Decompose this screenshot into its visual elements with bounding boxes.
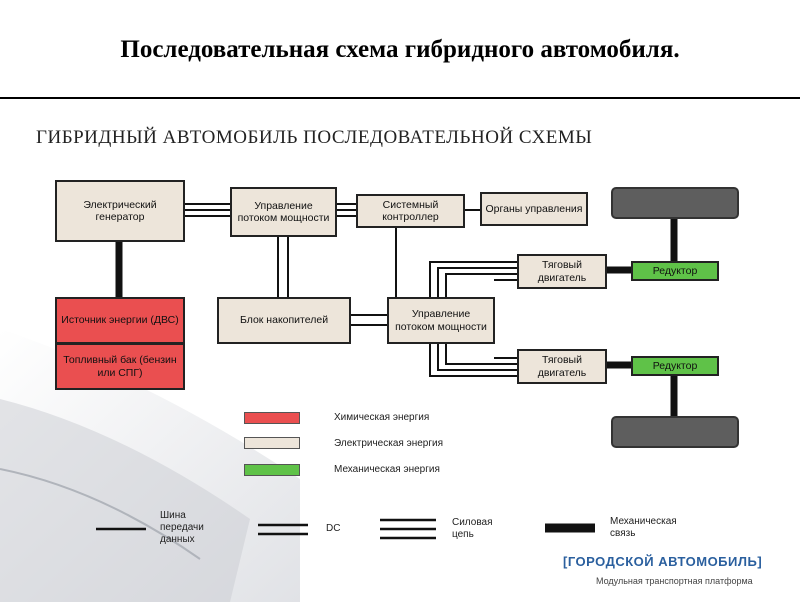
reducer-2-block: Редуктор: [631, 356, 719, 376]
diagram-panel: ГИБРИДНЫЙ АВТОМОБИЛЬ ПОСЛЕДОВАТЕЛЬНОЙ СХ…: [0, 97, 800, 602]
energy-source-block: Источник энергии (ДВС): [55, 297, 185, 344]
legend-swatch-chemical: [244, 412, 300, 424]
connection-lines: [96, 203, 678, 540]
power-flow-control-top-block: Управление потоком мощности: [230, 187, 337, 237]
background-car-image: [0, 329, 300, 602]
diagram-title: ГИБРИДНЫЙ АВТОМОБИЛЬ ПОСЛЕДОВАТЕЛЬНОЙ СХ…: [36, 127, 593, 148]
legend-label-electrical: Электрическая энергия: [334, 438, 443, 449]
traction-motor-2-block: Тяговый двигатель: [517, 349, 607, 384]
line-label-mechanical-link: Механическая связь: [610, 516, 677, 539]
controls-block: Органы управления: [480, 192, 588, 226]
system-controller-block: Системный контроллер: [356, 194, 465, 228]
line-label-power-circuit: Силовая цепь: [452, 517, 493, 540]
line-label-data-bus: Шина передачи данных: [160, 510, 204, 545]
legend-label-chemical: Химическая энергия: [334, 412, 430, 423]
wheel-top: [611, 187, 739, 219]
power-flow-control-mid-block: Управление потоком мощности: [387, 297, 495, 344]
reducer-1-block: Редуктор: [631, 261, 719, 281]
brand-subtitle: Модульная транспортная платформа: [596, 576, 753, 586]
slide-title: Последовательная схема гибридного автомо…: [120, 36, 680, 63]
storage-unit-block: Блок накопителей: [217, 297, 351, 344]
fuel-tank-block: Топливный бак (бензин или СПГ): [55, 343, 185, 390]
traction-motor-1-block: Тяговый двигатель: [517, 254, 607, 289]
legend-swatch-electrical: [244, 437, 300, 449]
legend-swatch-mechanical: [244, 464, 300, 476]
wheel-bottom: [611, 416, 739, 448]
line-label-dc: DC: [326, 523, 341, 534]
electric-generator-block: Электрический генератор: [55, 180, 185, 242]
legend-label-mechanical: Механическая энергия: [334, 464, 440, 475]
brand-logo-text: [ГОРОДСКОЙ АВТОМОБИЛЬ]: [563, 554, 763, 569]
